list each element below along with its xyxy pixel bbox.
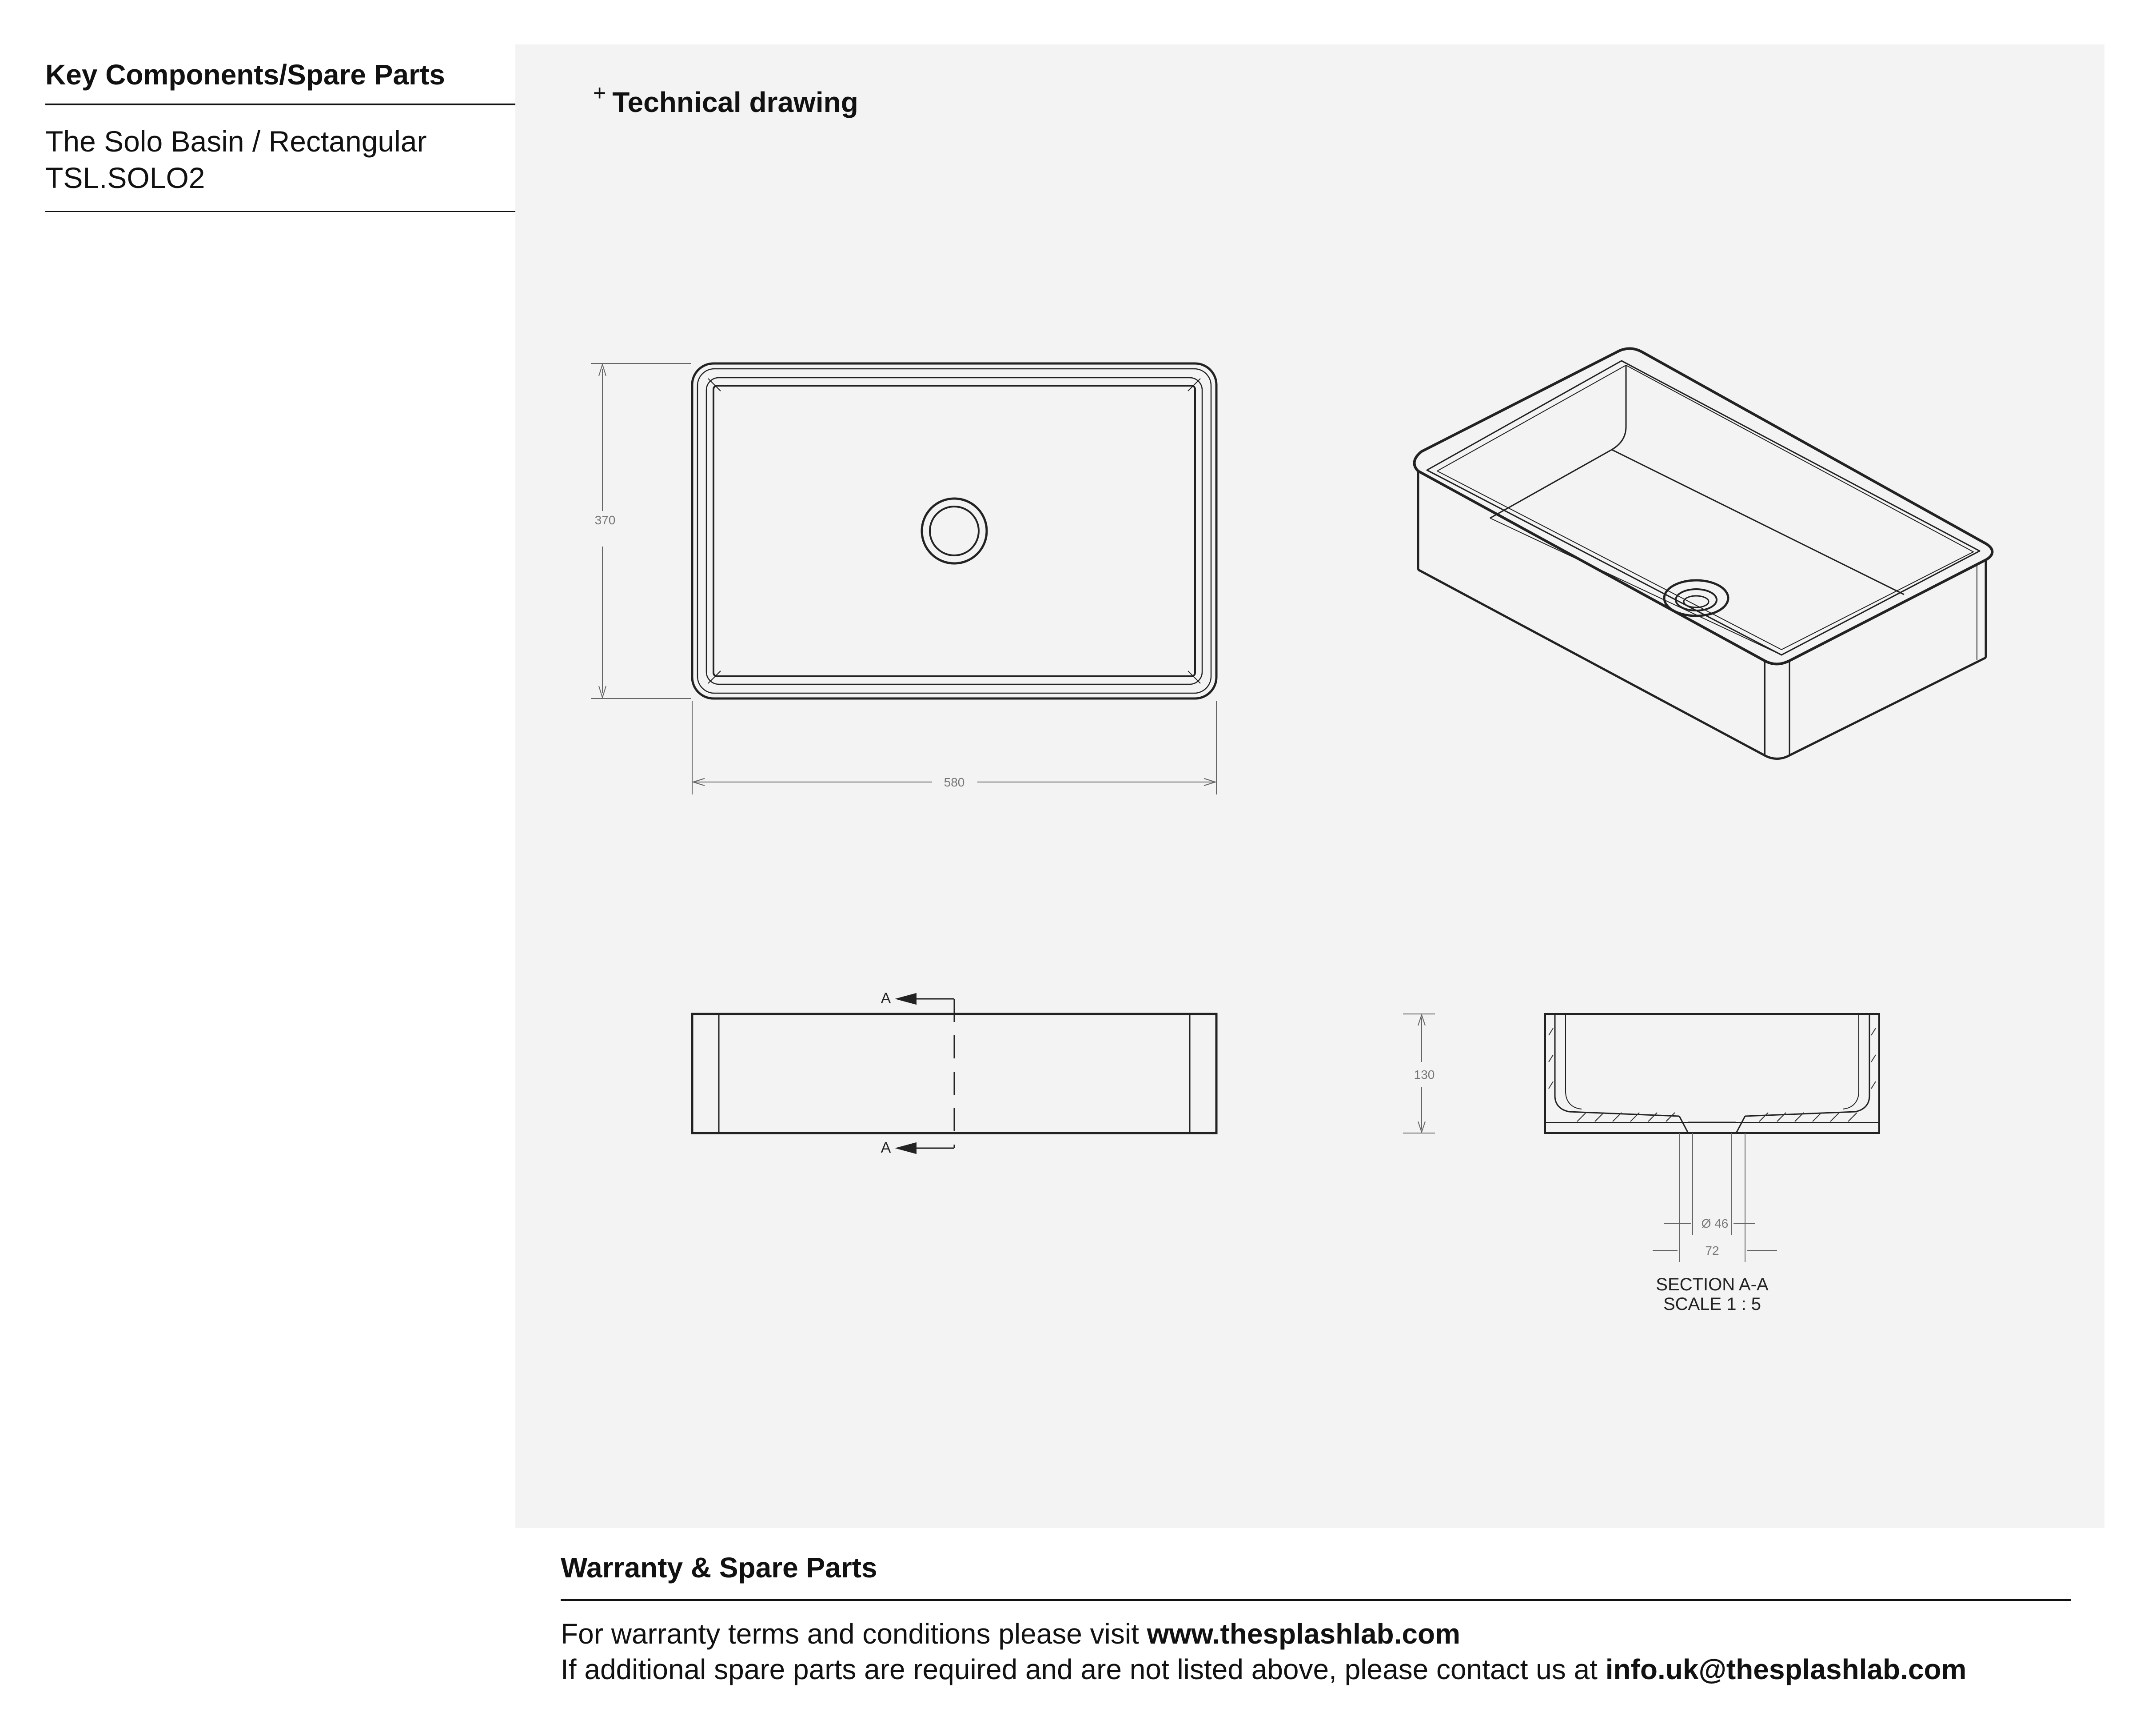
warranty-divider xyxy=(561,1599,2071,1601)
technical-drawing-panel: +Technical drawing 370 xyxy=(515,44,2104,1528)
spares-text: If additional spare parts are required a… xyxy=(561,1653,1606,1685)
product-name: The Solo Basin / Rectangular xyxy=(45,124,427,158)
technical-drawing: 370 580 xyxy=(591,347,1994,1314)
section-arrow-top xyxy=(895,993,917,1005)
top-view: 370 580 xyxy=(591,362,1218,794)
depth-dimension: 370 xyxy=(595,513,616,527)
warranty-section: Warranty & Spare Parts For warranty term… xyxy=(561,1551,2071,1687)
warranty-heading: Warranty & Spare Parts xyxy=(561,1552,877,1584)
sidebar-divider-bottom xyxy=(45,211,520,212)
height-dimension: 130 xyxy=(1414,1068,1435,1082)
waste-outer-dimension: 72 xyxy=(1705,1244,1719,1257)
sidebar-heading: Key Components/Spare Parts xyxy=(45,59,445,91)
section-marker-bottom: A xyxy=(881,1139,891,1156)
iso-waste-outer xyxy=(1663,579,1730,617)
sidebar-divider xyxy=(45,103,520,105)
warranty-body: For warranty terms and conditions please… xyxy=(561,1616,2071,1687)
isometric-view xyxy=(1413,347,1994,760)
section-marker-top: A xyxy=(881,990,891,1007)
waste-outer-ring xyxy=(921,497,988,565)
iso-waste-inner xyxy=(1675,588,1718,611)
website-link[interactable]: www.thesplashlab.com xyxy=(1147,1617,1460,1650)
key-components-sidebar: Key Components/Spare Parts The Solo Basi… xyxy=(45,58,520,212)
section-arrow-bottom xyxy=(895,1142,917,1154)
waste-inner-ring xyxy=(929,506,980,556)
email-link[interactable]: info.uk@thesplashlab.com xyxy=(1605,1653,1967,1685)
product-code: TSL.SOLO2 xyxy=(45,161,205,194)
panel-title-text: Technical drawing xyxy=(612,86,858,118)
spares-line: If additional spare parts are required a… xyxy=(561,1652,2071,1687)
warranty-line: For warranty terms and conditions please… xyxy=(561,1616,2071,1652)
waste-diameter-dimension: Ø 46 xyxy=(1702,1217,1729,1230)
plus-icon: + xyxy=(593,80,606,105)
scale-label: SCALE 1 : 5 xyxy=(1663,1294,1761,1314)
product-info: The Solo Basin / Rectangular TSL.SOLO2 xyxy=(45,105,520,211)
warranty-text: For warranty terms and conditions please… xyxy=(561,1617,1147,1650)
section-view: 130 xyxy=(1403,1013,1880,1314)
front-view: A A xyxy=(691,990,1218,1156)
section-label: SECTION A-A xyxy=(1656,1275,1769,1294)
width-dimension: 580 xyxy=(944,775,965,789)
panel-title: +Technical drawing xyxy=(593,80,858,119)
